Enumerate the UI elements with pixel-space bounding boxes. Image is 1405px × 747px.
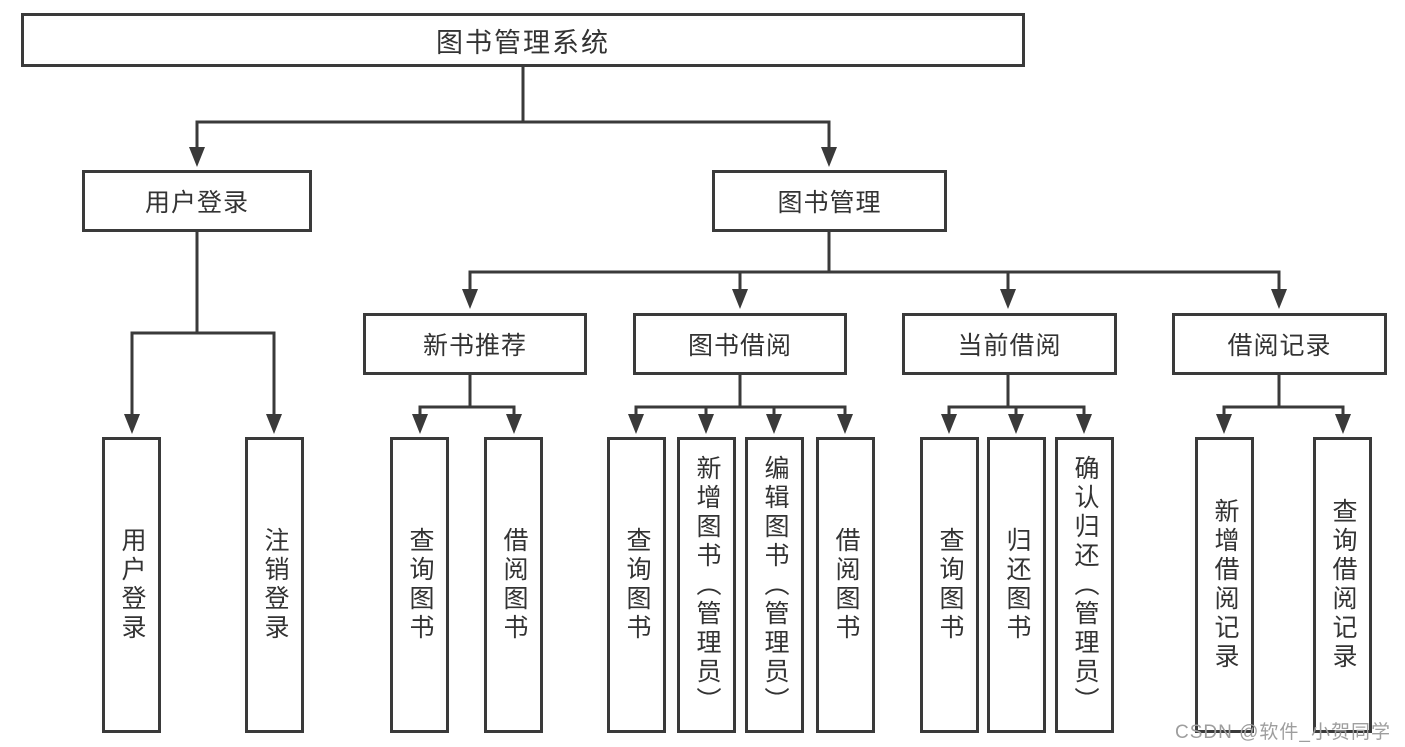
current-borrowing-connectors [941,373,1092,434]
arrowhead [628,414,644,434]
arrowhead [941,414,957,434]
level1-connectors [189,65,837,167]
arrowhead [412,414,428,434]
arrowhead [1000,289,1016,309]
leaf-current-query-books: 查询图书 [920,437,979,733]
arrowhead [766,414,782,434]
arrowhead [266,414,282,434]
node-borrowing-records: 借阅记录 [1172,313,1387,375]
node-book-management: 图书管理 [712,170,947,232]
arrowhead [837,414,853,434]
arrowhead [189,147,205,167]
leaf-current-return-books: 归还图书 [987,437,1046,733]
node-library-management-system: 图书管理系统 [21,13,1025,67]
leaf-logout: 注销登录 [245,437,304,733]
book-management-branch-connectors [462,230,1287,309]
node-current-borrowing: 当前借阅 [902,313,1117,375]
leaf-borrowing-query-books: 查询图书 [607,437,666,733]
node-book-borrowing: 图书借阅 [633,313,847,375]
borrowing-records-connectors [1216,373,1351,434]
arrowhead [1335,414,1351,434]
leaf-records-add-borrow-record: 新增借阅记录 [1195,437,1254,733]
user-login-branch-connectors [124,230,282,434]
new-book-recommendation-connectors [412,373,522,434]
leaf-borrowing-borrow-books: 借阅图书 [816,437,875,733]
arrowhead [698,414,714,434]
node-new-book-recommendation: 新书推荐 [363,313,587,375]
leaf-current-confirm-return-admin: 确认归还（管理员） [1055,437,1114,733]
arrowhead [506,414,522,434]
arrowhead [462,289,478,309]
arrowhead [124,414,140,434]
node-user-login: 用户登录 [82,170,312,232]
leaf-user-login: 用户登录 [102,437,161,733]
leaf-borrowing-add-books-admin: 新增图书（管理员） [677,437,736,733]
arrowhead [1271,289,1287,309]
leaf-recommend-query-books: 查询图书 [390,437,449,733]
arrowhead [1076,414,1092,434]
leaf-records-query-borrow-record: 查询借阅记录 [1313,437,1372,733]
arrowhead [1008,414,1024,434]
book-borrowing-connectors [628,373,853,434]
arrowhead [1216,414,1232,434]
arrowhead [732,289,748,309]
leaf-recommend-borrow-books: 借阅图书 [484,437,543,733]
arrowhead [821,147,837,167]
watermark: CSDN @软件_小贺同学 [1175,722,1391,743]
leaf-borrowing-edit-books-admin: 编辑图书（管理员） [745,437,804,733]
